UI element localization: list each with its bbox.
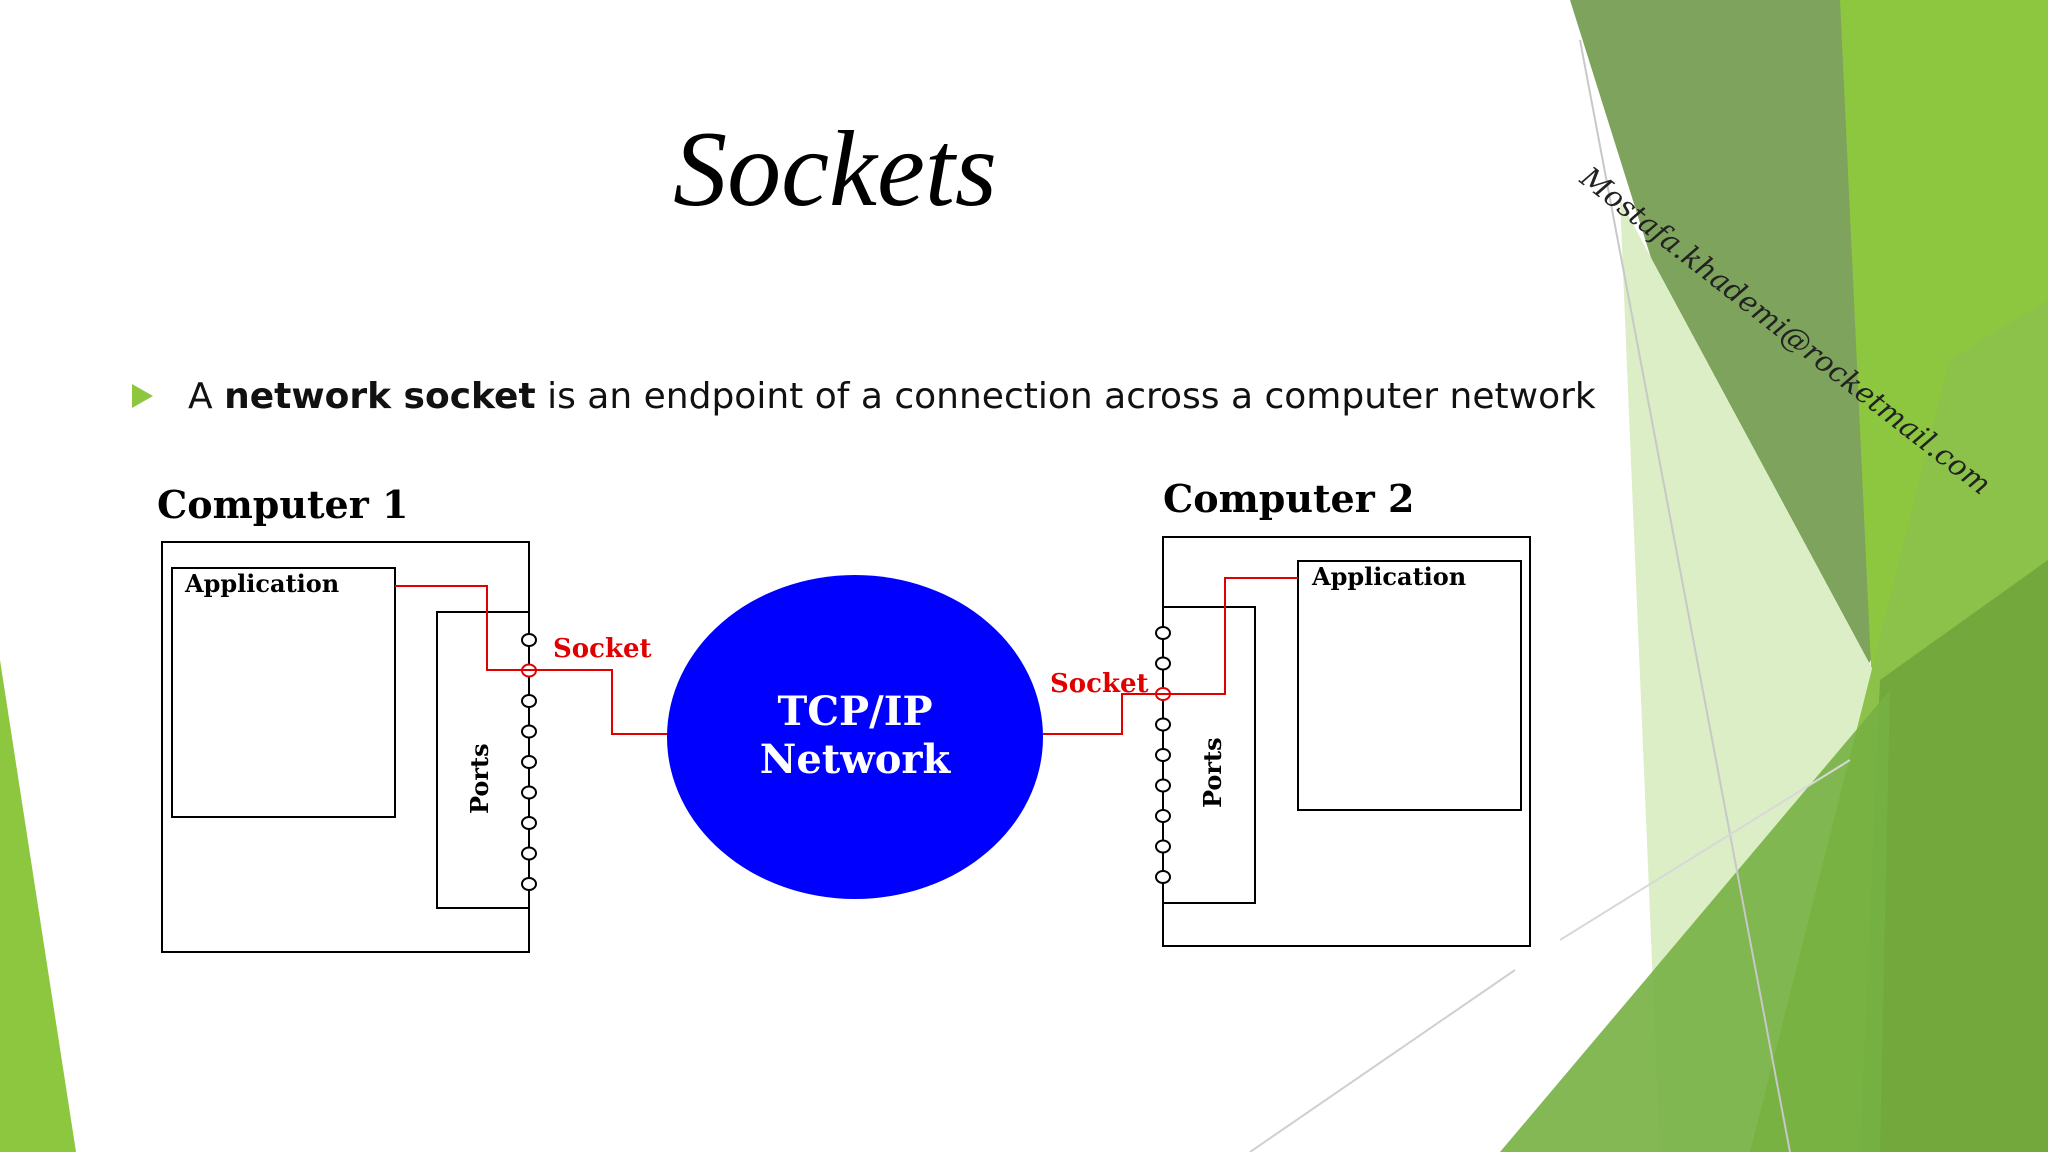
computer1-ports-label: Ports [465,743,494,814]
tcpip-network-ellipse [667,575,1043,899]
computer2-port [1155,717,1171,732]
slide-title: Sockets [673,110,997,229]
computer1-socket-label: Socket [553,634,652,664]
computer1-application-box [171,567,396,818]
computer2-port [1155,748,1171,762]
decor-line-2 [1249,969,1516,1152]
computer1-app-to-socket-link [395,585,529,671]
decor-line-1 [1579,39,1791,1152]
network-label-line1: TCP/IP [777,688,932,735]
computer2-application-box [1297,560,1522,811]
computer1-port [521,755,537,769]
network-label-line2: Network [760,736,952,783]
computer2-port [1155,870,1171,884]
computer1-port [521,785,537,800]
computer2-port [1155,656,1171,671]
bullet-suffix: is an endpoint of a connection across a … [535,375,1596,417]
bottom-facet [1500,690,1890,1152]
bullet-arrow-icon [132,384,153,408]
computer1-port [521,846,537,861]
computer2-port [1155,626,1171,640]
computer1-socket-to-network-link [529,669,668,735]
right-facet-olive [1860,560,2048,1152]
computer2-title: Computer 2 [1163,476,1414,521]
computer2-port [1155,839,1171,854]
bullet-item: A network socket is an endpoint of a con… [132,372,1596,420]
computer2-ports-label: Ports [1198,737,1227,808]
computer1-port [521,724,537,739]
bullet-prefix: A [188,375,225,417]
network-to-computer2-socket-link [1043,693,1163,735]
bullet-text: A network socket is an endpoint of a con… [188,376,1596,417]
decor-line-3 [1559,759,1851,941]
computer1-application-label: Application [184,569,339,598]
computer1-port [521,633,537,647]
computer2-application-label: Application [1311,562,1466,591]
computer2-socket-label: Socket [1050,669,1149,699]
computer1-port-circles [521,633,537,891]
computer2-port [1155,809,1171,823]
computer1-port [521,694,537,708]
computer2-port-circles [1155,626,1171,884]
bullet-bold-term: network socket [224,375,536,417]
computer2-socket-to-app-link [1163,577,1298,695]
computer1-port [521,877,537,891]
computer1-title: Computer 1 [157,482,408,527]
left-green-wedge [0,660,76,1152]
computer2-port [1155,778,1171,793]
computer1-port [521,816,537,830]
